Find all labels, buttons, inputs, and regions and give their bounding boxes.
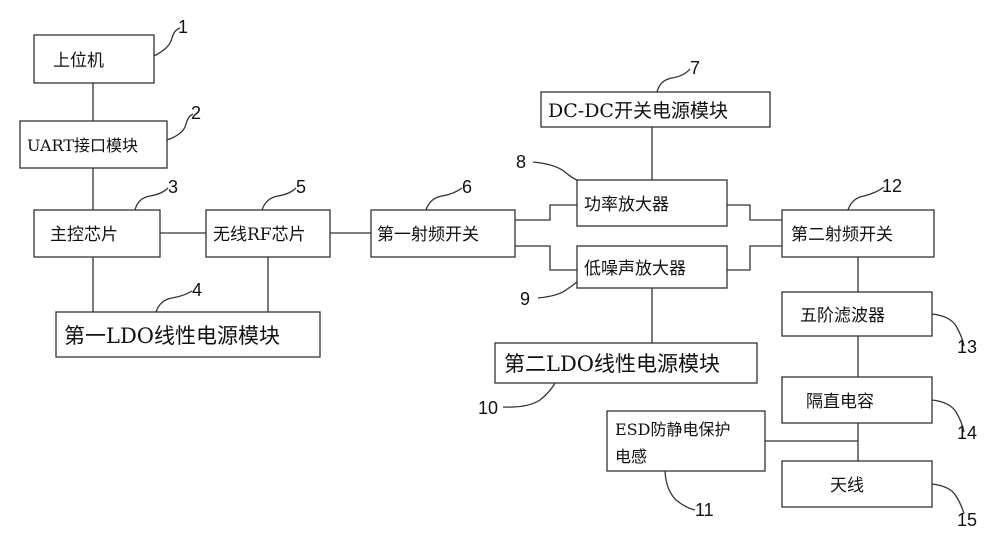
block-esd-inductor-label-1: ESD防静电保护 <box>615 420 730 439</box>
block-wireless-rf-chip-label: 无线RF芯片 <box>213 225 306 245</box>
connections <box>92 83 859 461</box>
ref-4: 4 <box>192 280 202 300</box>
block-dcdc-label: DC-DC开关电源模块 <box>548 100 728 122</box>
block-host-pc: 上位机 <box>33 34 155 84</box>
block-main-chip-label: 主控芯片 <box>50 225 118 245</box>
block-dcdc: DC-DC开关电源模块 <box>540 91 771 128</box>
block-ldo1: 第一LDO线性电源模块 <box>55 311 321 358</box>
leader-10 <box>502 382 556 408</box>
leader-5 <box>261 187 297 211</box>
block-host-pc-label: 上位机 <box>53 51 104 71</box>
block-filter5-label: 五阶滤波器 <box>800 306 885 326</box>
leader-1 <box>153 27 181 57</box>
block-esd-inductor: ESD防静电保护 电感 <box>606 410 766 472</box>
leader-4 <box>155 290 193 313</box>
block-ldo1-label: 第一LDO线性电源模块 <box>64 324 280 348</box>
block-rf-switch2-label: 第二射频开关 <box>791 225 893 245</box>
block-antenna-label: 天线 <box>830 476 864 496</box>
ref-8: 8 <box>516 152 526 172</box>
wire-pa-switch2 <box>727 204 782 221</box>
ref-9: 9 <box>520 289 530 309</box>
leader-6 <box>425 187 463 211</box>
ref-12: 12 <box>882 176 902 196</box>
block-uart-module-label: UART接口模块 <box>27 136 138 155</box>
ref-13: 13 <box>957 337 977 357</box>
block-power-amp: 功率放大器 <box>576 179 728 227</box>
ref-14: 14 <box>957 423 977 443</box>
block-uart-module: UART接口模块 <box>19 120 168 169</box>
block-power-amp-label: 功率放大器 <box>584 195 669 215</box>
wire-lna-switch2 <box>727 245 782 271</box>
leader-3 <box>134 187 169 211</box>
block-wireless-rf-chip: 无线RF芯片 <box>205 209 331 258</box>
wire-switch1-pa <box>515 204 577 221</box>
ref-1: 1 <box>178 17 188 37</box>
ref-11: 11 <box>695 500 714 520</box>
reference-numbers: 1 2 3 4 5 6 7 8 9 10 11 12 13 14 15 <box>168 17 977 530</box>
block-rf-switch2: 第二射频开关 <box>781 209 935 258</box>
block-dc-block-cap-label: 隔直电容 <box>806 392 874 412</box>
leader-9 <box>537 281 578 299</box>
block-ldo2: 第二LDO线性电源模块 <box>494 342 758 384</box>
leader-7 <box>656 68 691 93</box>
ref-2: 2 <box>191 103 201 123</box>
ref-7: 7 <box>690 58 700 78</box>
ref-15: 15 <box>957 510 977 530</box>
leader-2 <box>166 113 194 141</box>
leader-lines <box>134 27 965 515</box>
block-rf-switch1-label: 第一射频开关 <box>377 225 479 245</box>
block-antenna: 天线 <box>781 460 933 508</box>
block-filter5: 五阶滤波器 <box>781 291 933 337</box>
ref-6: 6 <box>462 177 472 197</box>
leader-11 <box>664 470 696 511</box>
block-esd-inductor-label-2: 电感 <box>615 447 647 466</box>
block-main-chip: 主控芯片 <box>33 209 161 258</box>
leader-13 <box>931 313 965 347</box>
ref-10: 10 <box>478 398 498 418</box>
block-dc-block-cap: 隔直电容 <box>781 376 933 424</box>
leader-8 <box>532 161 578 181</box>
leader-12 <box>847 186 885 211</box>
ref-3: 3 <box>168 177 178 197</box>
block-lna-label: 低噪声放大器 <box>584 259 686 279</box>
ref-5: 5 <box>296 177 306 197</box>
leader-14 <box>931 399 965 433</box>
leader-15 <box>931 483 965 515</box>
block-rf-switch1: 第一射频开关 <box>370 209 516 258</box>
block-lna: 低噪声放大器 <box>576 245 728 289</box>
wire-switch1-lna <box>515 245 577 271</box>
block-ldo2-label: 第二LDO线性电源模块 <box>504 352 720 376</box>
